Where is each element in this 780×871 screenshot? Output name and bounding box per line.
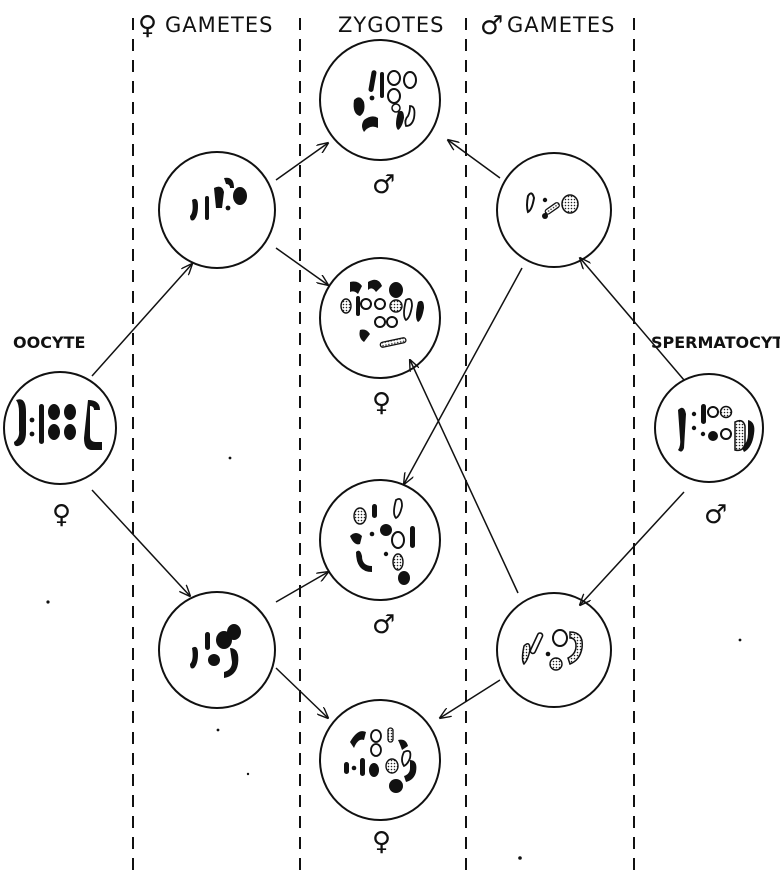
spermatocyte-cell [654, 373, 764, 483]
arrow-oocyte-to-gamete-1 [91, 264, 192, 377]
arrow-spermatocyte-to-mgamete2 [580, 491, 685, 605]
male-gamete-2-chromosomes [521, 629, 583, 671]
zygote-4-chromosomes [344, 727, 417, 793]
column-header-male-gametes: ♂ GAMETES [480, 11, 615, 41]
zygotes-label: ZYGOTES [338, 13, 444, 37]
oocyte-cell [3, 371, 117, 485]
male-gametes-label: GAMETES [507, 13, 615, 37]
zygote-4-cell [319, 699, 441, 821]
column-header-female-gametes: ♀ GAMETES [138, 11, 273, 41]
zygote-4-sex-symbol: ♀ [372, 827, 391, 857]
zygote-2-sex-symbol: ♀ [372, 388, 391, 418]
female-gamete-2-chromosomes [190, 624, 241, 678]
female-gamete-1-chromosomes [190, 177, 247, 221]
arrow-fgamete1-to-zygote2 [275, 247, 328, 285]
arrow-spermatocyte-to-mgamete1 [580, 258, 685, 381]
arrow-fgamete1-to-zygote1 [275, 143, 328, 181]
arrows [91, 140, 685, 718]
arrow-mgamete2-to-zygote4 [440, 679, 501, 718]
arrow-oocyte-to-gamete-2 [91, 489, 190, 596]
ink-specks [46, 456, 742, 860]
male-gamete-1-cell [496, 152, 612, 268]
male-symbol: ♂ [480, 11, 503, 41]
female-gametes-label: GAMETES [165, 13, 273, 37]
spermatocyte-chromosomes [678, 404, 755, 452]
female-symbol: ♀ [138, 11, 157, 41]
zygote-3-cell [319, 479, 441, 601]
arrow-mgamete1-to-zygote1 [448, 140, 501, 179]
zygote-1-sex-symbol: ♂ [372, 170, 395, 200]
cells [3, 39, 764, 821]
male-gamete-2-cell [496, 592, 612, 708]
spermatocyte-label: SPERMATOCYTE [651, 333, 780, 352]
zygote-3-chromosomes [350, 497, 415, 585]
oocyte-label: OOCYTE [13, 333, 85, 352]
female-gamete-1-cell [158, 151, 276, 269]
zygote-2-cell [319, 257, 441, 379]
zygote-1-cell [319, 39, 441, 161]
oocyte-chromosomes [14, 399, 102, 450]
column-dividers [132, 18, 635, 871]
arrow-fgamete2-to-zygote3 [275, 572, 328, 603]
arrow-fgamete2-to-zygote4 [275, 667, 328, 718]
female-gamete-2-cell [158, 591, 276, 709]
male-gamete-1-chromosomes [526, 192, 579, 219]
spermatocyte-sex-symbol: ♂ [704, 500, 727, 530]
zygote-2-chromosomes [340, 279, 424, 348]
arrow-mgamete1-to-zygote3 [404, 267, 523, 484]
zygote-3-sex-symbol: ♂ [372, 610, 395, 640]
arrow-mgamete2-to-zygote2 [410, 360, 519, 594]
zygote-1-chromosomes [353, 70, 417, 132]
oocyte-sex-symbol: ♀ [52, 500, 71, 530]
